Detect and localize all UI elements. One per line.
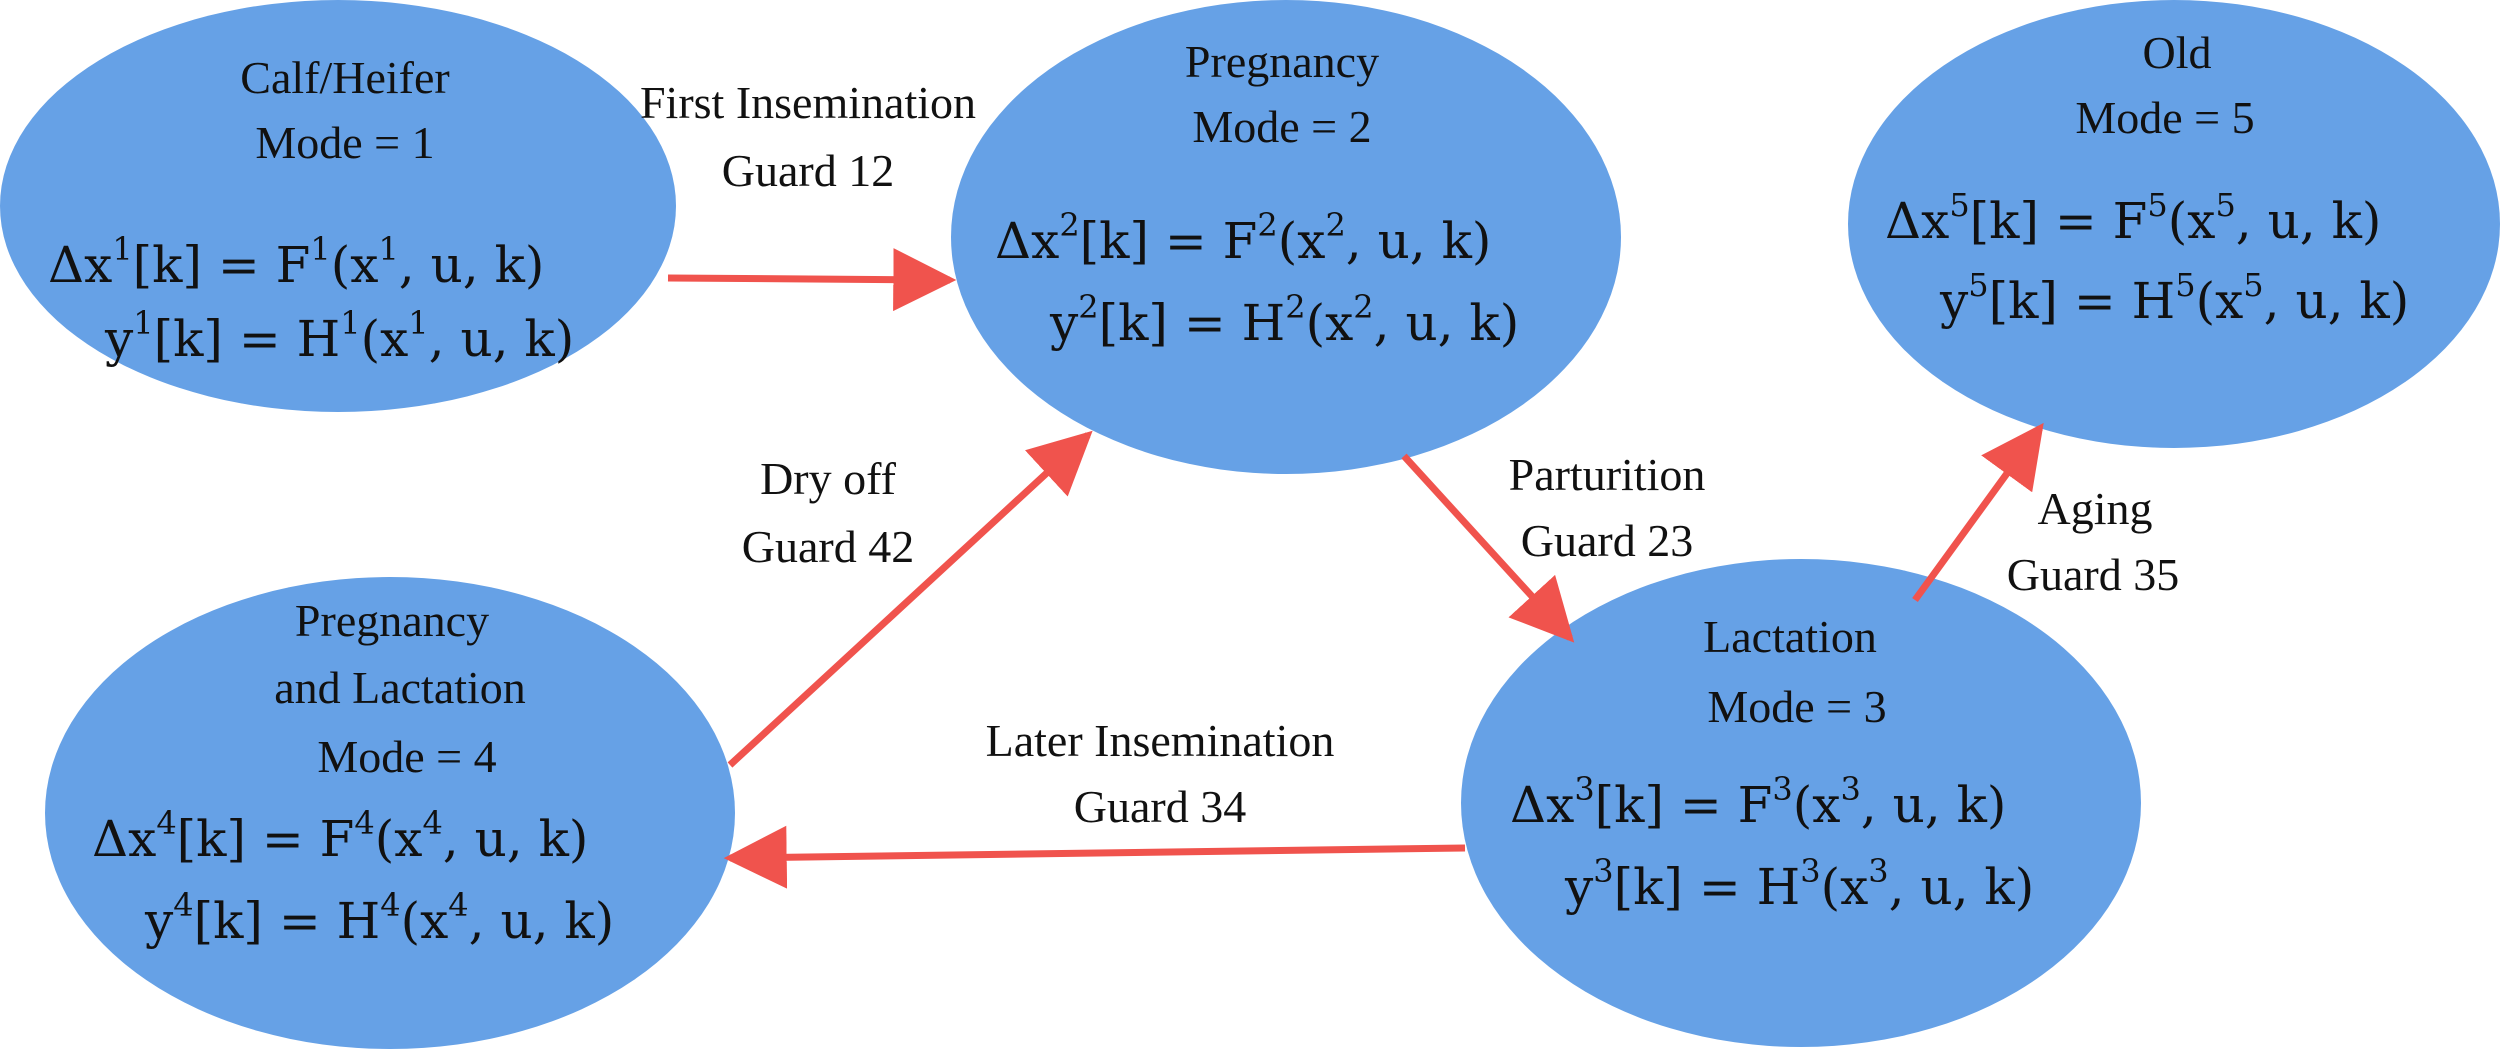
node-equation-state: Δx5[k] = F5(x5, u, k)	[1885, 186, 2381, 250]
node-pregnancy-and-lactation-text: Pregnancy and Lactation Mode = 4 Δx4[k] …	[92, 595, 614, 950]
edge-first-insemination-arrow	[667, 248, 957, 312]
node-lactation	[1461, 559, 2141, 1047]
edge-aging-label: Aging Guard 35	[2007, 483, 2179, 600]
node-pregnancy-text: Pregnancy Mode = 2 Δx2[k] = F2(x2, u, k)…	[995, 36, 1519, 352]
edge-parturition-label: Parturition Guard 23	[1509, 449, 1706, 566]
node-mode: Mode = 5	[2075, 92, 2254, 143]
edge-guard: Guard 12	[722, 145, 894, 196]
edge-label: Later Insemination	[986, 715, 1335, 766]
edge-guard: Guard 42	[742, 521, 914, 572]
edge-aging-arrow	[1912, 422, 2044, 603]
node-old-text: Old Mode = 5 Δx5[k] = F5(x5, u, k) y5[k]…	[1885, 27, 2409, 330]
edge-later-insemination-arrow	[723, 825, 1466, 889]
node-mode: Mode = 1	[255, 117, 434, 168]
node-pregnancy	[951, 0, 1621, 474]
edge-label: First Insemination	[640, 77, 976, 128]
node-equation-output: y4[k] = H4(x4, u, k)	[144, 886, 614, 950]
node-equation-state: Δx4[k] = F4(x4, u, k)	[92, 804, 588, 868]
node-equation-state: Δx1[k] = F1(x1, u, k)	[48, 230, 544, 294]
node-mode: Mode = 3	[1707, 681, 1886, 732]
node-title: Old	[2143, 27, 2212, 78]
node-lactation-text: Lactation Mode = 3 Δx3[k] = F3(x3, u, k)…	[1510, 611, 2034, 916]
node-title-line2: and Lactation	[274, 662, 526, 713]
edge-later-insemination-label: Later Insemination Guard 34	[986, 715, 1335, 832]
edge-guard: Guard 35	[2007, 549, 2179, 600]
node-equation-output: y5[k] = H5(x5, u, k)	[1939, 266, 2409, 330]
edge-parturition-arrow	[1401, 453, 1575, 643]
node-equation-state: Δx2[k] = F2(x2, u, k)	[995, 206, 1491, 270]
node-equation-output: y3[k] = H3(x3, u, k)	[1564, 852, 2034, 916]
edge-label: Aging	[2038, 483, 2153, 534]
node-title: Pregnancy	[1185, 36, 1379, 87]
node-equation-output: y1[k] = H1(x1, u, k)	[104, 304, 574, 368]
edge-dry-off-arrow	[727, 430, 1093, 768]
edge-guard: Guard 23	[1521, 515, 1693, 566]
edge-label: Parturition	[1509, 449, 1706, 500]
node-equation-output: y2[k] = H2(x2, u, k)	[1049, 288, 1519, 352]
node-title: Lactation	[1703, 611, 1877, 662]
node-mode: Mode = 4	[317, 731, 496, 782]
node-title: Calf/Heifer	[240, 52, 449, 103]
edge-label: Dry off	[760, 453, 897, 504]
edge-guard: Guard 34	[1074, 781, 1246, 832]
node-title: Pregnancy	[295, 595, 489, 646]
node-pregnancy-and-lactation	[45, 577, 735, 1049]
node-calf-heifer-text: Calf/Heifer Mode = 1 Δx1[k] = F1(x1, u, …	[48, 52, 574, 368]
node-calf-heifer	[0, 0, 676, 412]
node-old	[1848, 0, 2500, 448]
edge-first-insemination-label: First Insemination Guard 12	[640, 77, 976, 196]
node-equation-state: Δx3[k] = F3(x3, u, k)	[1510, 770, 2006, 834]
edge-dry-off-label: Dry off Guard 42	[742, 453, 914, 572]
node-mode: Mode = 2	[1192, 101, 1371, 152]
